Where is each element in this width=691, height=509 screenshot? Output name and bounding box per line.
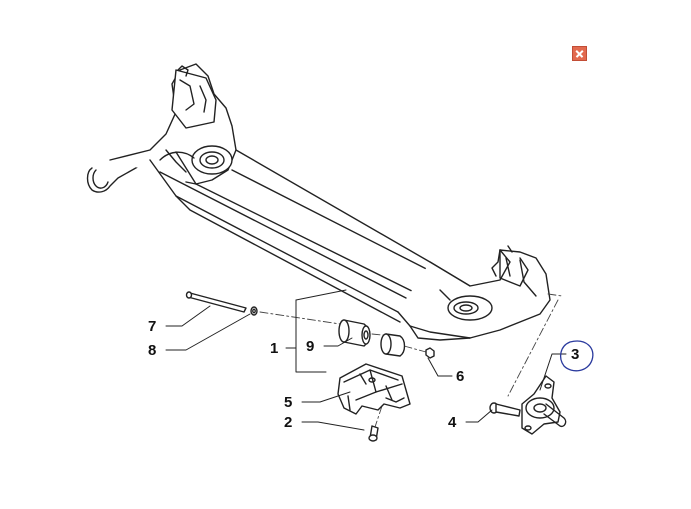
- bracket-part-5[interactable]: [337, 363, 411, 415]
- callout-8[interactable]: 8: [148, 342, 156, 359]
- callout-1[interactable]: 1: [270, 340, 278, 357]
- axle-beam[interactable]: [86, 63, 551, 341]
- callout-9[interactable]: 9: [306, 338, 314, 355]
- callout-5[interactable]: 5: [284, 394, 292, 411]
- leader-lines: [165, 289, 567, 431]
- washer-part-8[interactable]: [250, 306, 258, 316]
- callout-3-highlight: [559, 340, 594, 372]
- bolt-part-4[interactable]: [489, 402, 521, 417]
- callout-3[interactable]: 3: [571, 346, 579, 363]
- bushing-part-9[interactable]: [338, 319, 371, 347]
- callout-2[interactable]: 2: [284, 414, 292, 431]
- callout-7[interactable]: 7: [148, 318, 156, 335]
- callout-4[interactable]: 4: [448, 414, 457, 431]
- nut-part-6[interactable]: [425, 347, 435, 359]
- stub-axle-part-3[interactable]: [521, 375, 567, 435]
- close-button[interactable]: [572, 46, 587, 61]
- bolt-part-7[interactable]: [185, 291, 247, 313]
- beam-bushing[interactable]: [380, 333, 406, 357]
- screw-part-2[interactable]: [368, 425, 379, 442]
- callout-6[interactable]: 6: [456, 368, 464, 385]
